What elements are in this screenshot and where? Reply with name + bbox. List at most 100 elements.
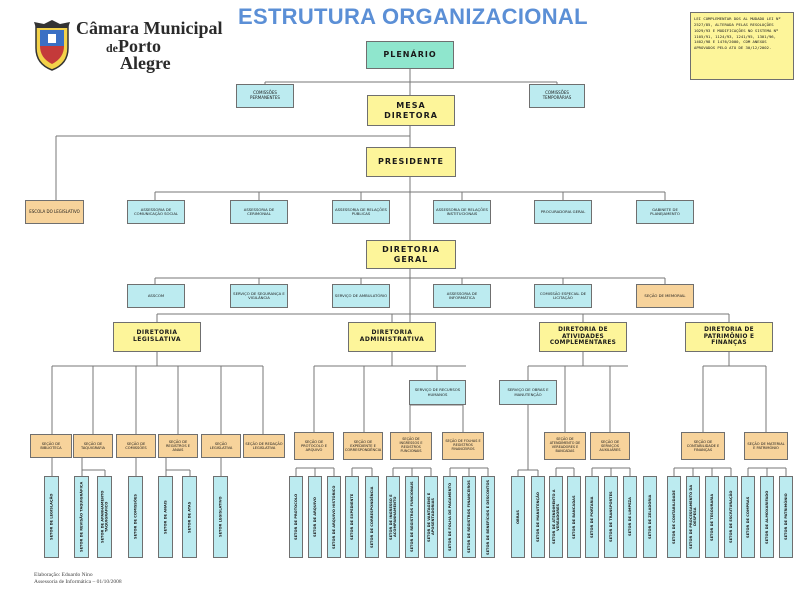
- coat-of-arms-icon: [34, 20, 70, 71]
- node-label: SERVIÇO DE AMBULATÓRIO: [334, 292, 388, 298]
- node-secao[interactable]: SEÇÃO DE PROTOCOLO E ARQUIVO: [294, 432, 334, 460]
- node-label: SETOR DE ZELADORIA: [647, 494, 652, 540]
- node-diretoria-administrativa[interactable]: DIRETORIA ADMINISTRATIVA: [348, 322, 436, 352]
- node-label: SEÇÃO DE TAQUIGRAFIA: [80, 441, 105, 450]
- node-escola-legislativo[interactable]: ESCOLA DO LEGISLATIVO: [25, 200, 84, 224]
- node-setor[interactable]: SETOR DE PROTOCOLO: [289, 476, 303, 558]
- node-setor[interactable]: SETOR DE CORRESPONDÊNCIA: [365, 476, 379, 558]
- node-assessoria-relacoes-publicas[interactable]: ASSESSORIA DE RELAÇÕES PÚBLICAS: [332, 200, 390, 224]
- node-label: COMISSÕES TEMPORÁRIAS: [542, 90, 572, 100]
- node-comissoes-permanentes[interactable]: COMISSÕES PERMANENTES: [236, 84, 294, 108]
- node-servico-recursos-humanos[interactable]: SERVIÇO DE RECURSOS HUMANOS: [409, 380, 466, 405]
- node-setor[interactable]: SETOR DE FOLHA DE PAGAMENTO: [443, 476, 457, 558]
- node-diretoria-legislativa[interactable]: DIRETORIA LEGISLATIVA: [113, 322, 201, 352]
- node-label: ESCOLA DO LEGISLATIVO: [29, 208, 80, 214]
- node-procuradoria-geral[interactable]: PROCURADORIA GERAL: [534, 200, 592, 224]
- node-setor[interactable]: SETOR DE COMISSÕES: [128, 476, 143, 558]
- node-setor[interactable]: SETOR DE CONTABILIDADE: [667, 476, 681, 558]
- node-servico-seguranca[interactable]: SERVIÇO DE SEGURANÇA E VIGILÂNCIA: [230, 284, 288, 308]
- node-setor[interactable]: SETOR DE LIMPEZA: [623, 476, 637, 558]
- node-assessoria-informatica[interactable]: ASSESSORIA DE INFORMÁTICA: [433, 284, 491, 308]
- node-label: DIRETORIA GERAL: [382, 245, 440, 264]
- node-secao[interactable]: SEÇÃO DE ATENDIMENTO DE VEREADORES E BAN…: [544, 432, 586, 460]
- node-setor[interactable]: SETOR DE MANUTENÇÃO: [531, 476, 545, 558]
- node-label: SETOR DE MANUTENÇÃO: [535, 492, 540, 542]
- node-setor[interactable]: SETOR DE REGISTROS FUNCIONAIS: [405, 476, 419, 558]
- node-setor[interactable]: SETOR DE TRANSPORTES: [604, 476, 618, 558]
- node-setor[interactable]: SETOR DE ARQUIVO: [308, 476, 322, 558]
- node-mesa-diretora[interactable]: MESA DIRETORA: [367, 95, 455, 126]
- node-setor[interactable]: OBRAS: [511, 476, 525, 558]
- node-asscom[interactable]: ASSCOM: [127, 284, 185, 308]
- node-plenario[interactable]: PLENÁRIO: [366, 41, 454, 69]
- node-setor[interactable]: SETOR LEGISLATIVO: [213, 476, 228, 558]
- node-assessoria-comunicacao[interactable]: ASSESSORIA DE COMUNICAÇÃO SOCIAL: [127, 200, 185, 224]
- node-label: SEÇÃO DE PROTOCOLO E ARQUIVO: [301, 439, 327, 453]
- node-secao[interactable]: SEÇÃO DE FOLHAS E REGISTROS FINANCEIROS: [442, 432, 484, 460]
- node-setor[interactable]: SETOR DE VANTAGENS E APOSENTADORIAS: [424, 476, 438, 558]
- node-secao[interactable]: SEÇÃO DE COMISSÕES: [116, 434, 156, 458]
- node-setor[interactable]: SETOR DE ARQUIVO HISTÓRICO: [327, 476, 341, 558]
- node-label: COMISSÕES PERMANENTES: [250, 90, 280, 100]
- node-presidente[interactable]: PRESIDENTE: [366, 147, 456, 177]
- node-setor[interactable]: SETOR DE PROCESSAMENTO DA DESPESA: [686, 476, 700, 558]
- footer-line1: Elaboração: Eduardo Nino: [34, 572, 93, 578]
- node-label: SETOR DE REGISTROS FINANCEIROS: [466, 480, 471, 554]
- node-label: PROCURADORIA GERAL: [540, 208, 586, 214]
- node-label: SETOR DE REVISÃO TAQUIGRÁFICA: [79, 481, 84, 553]
- node-gabinete-planejamento[interactable]: GABINETE DE PLANEJAMENTO: [636, 200, 694, 224]
- node-setor[interactable]: SETOR DE COMPRAS: [741, 476, 755, 558]
- node-setor[interactable]: SETOR DE ANAIS: [158, 476, 173, 558]
- node-setor[interactable]: SETOR DE PATRIMÔNIO: [779, 476, 793, 558]
- node-assessoria-relacoes-institucionais[interactable]: ASSESSORIA DE RELAÇÕES INSTITUCIONAIS: [433, 200, 491, 224]
- node-secao[interactable]: SEÇÃO DE CONTABILIDADE E FINANÇAS: [681, 432, 725, 460]
- node-servico-obras[interactable]: SERVIÇO DE OBRAS E MANUTENÇÃO: [499, 380, 557, 405]
- node-secao[interactable]: SEÇÃO LEGISLATIVA: [201, 434, 241, 458]
- node-setor[interactable]: SETOR DE LEGISLAÇÃO: [44, 476, 59, 558]
- node-secao[interactable]: SEÇÃO DE MATERIAL E PATRIMÔNIO: [744, 432, 788, 460]
- node-secao[interactable]: SEÇÃO DE REGISTROS E ANAIS: [158, 434, 198, 458]
- node-setor[interactable]: SETOR DE ATENDIMENTO A VEREADORES: [549, 476, 563, 558]
- node-setor[interactable]: SETOR DE REGISTROS FINANCEIROS: [462, 476, 476, 558]
- node-diretoria-geral[interactable]: DIRETORIA GERAL: [366, 240, 456, 269]
- node-label: SETOR DE PATRIMÔNIO: [783, 493, 788, 541]
- node-setor[interactable]: SETOR DE ZELADORIA: [643, 476, 657, 558]
- node-setor[interactable]: SETOR DE TESOURARIA: [705, 476, 719, 558]
- node-label: SETOR DE TRANSPORTES: [608, 491, 613, 543]
- node-setor[interactable]: SETOR DE BENEFÍCIOS E DESCONTOS: [481, 476, 495, 558]
- node-assessoria-cerimonial[interactable]: ASSESSORIA DE CERIMONIAL: [230, 200, 288, 224]
- node-label: SETOR DE BENEFÍCIOS E DESCONTOS: [485, 479, 490, 555]
- node-secao[interactable]: SEÇÃO DE TAQUIGRAFIA: [73, 434, 113, 458]
- node-diretoria-atividades[interactable]: DIRETORIA DE ATIVIDADES COMPLEMENTARES: [539, 322, 627, 352]
- node-comissoes-temporarias[interactable]: COMISSÕES TEMPORÁRIAS: [529, 84, 585, 108]
- node-secao[interactable]: SEÇÃO DE BIBLIOTECA: [30, 434, 72, 458]
- node-label: ASSESSORIA DE CERIMONIAL: [243, 206, 275, 216]
- node-setor[interactable]: SETOR DE APANHAMENTO TAQUIGRÁFICO: [97, 476, 112, 558]
- node-diretoria-patrimonio[interactable]: DIRETORIA DE PATRIMÔNIO E FINANÇAS: [685, 322, 773, 352]
- node-label: SETOR DE CONTABILIDADE: [671, 490, 676, 544]
- node-secao[interactable]: SEÇÃO DE INGRESSOS E REGISTROS FUNCIONAI…: [390, 432, 432, 460]
- node-secao-memorial[interactable]: SEÇÃO DE MEMORIAL: [636, 284, 694, 308]
- node-label: SETOR DE ANAIS: [163, 500, 168, 534]
- node-secao[interactable]: SEÇÃO DE EXPEDIENTE E CORRESPONDÊNCIA: [343, 432, 383, 460]
- node-setor[interactable]: SETOR DE PORTARIA: [585, 476, 599, 558]
- legal-note: LEI COMPLEMENTAR DOS AL MUDADO LEI Nº 25…: [690, 12, 794, 80]
- footer-line2: Assessoria de Informática – 01/10/2008: [34, 579, 122, 586]
- node-setor[interactable]: SETOR DE ALMOXARIFADO: [760, 476, 774, 558]
- node-setor[interactable]: SETOR DE BANCADAS: [567, 476, 581, 558]
- node-label: SETOR DE LEGISLAÇÃO: [49, 493, 54, 541]
- node-setor[interactable]: SETOR DE ESCRITURAÇÃO: [724, 476, 738, 558]
- node-secao[interactable]: SEÇÃO DE REDAÇÃO LEGISLATIVA: [243, 434, 285, 458]
- node-label: OBRAS: [515, 510, 520, 524]
- node-secao[interactable]: SEÇÃO DE SERVIÇOS AUXILIARES: [590, 432, 630, 460]
- node-setor[interactable]: SETOR DE INGRESSO E ACOMPANHAMENTO: [386, 476, 400, 558]
- node-label: PRESIDENTE: [378, 157, 444, 167]
- footer-credits: Elaboração: Eduardo Nino Assessoria de I…: [34, 572, 122, 586]
- node-setor[interactable]: SETOR DE EXPEDIENTE: [345, 476, 359, 558]
- node-setor[interactable]: SETOR DE ATAS: [182, 476, 197, 558]
- node-label: SEÇÃO DE ATENDIMENTO DE VEREADORES E BAN…: [549, 437, 581, 453]
- node-comissao-licitacao[interactable]: COMISSÃO ESPECIAL DE LICITAÇÃO: [534, 284, 592, 308]
- node-setor[interactable]: SETOR DE REVISÃO TAQUIGRÁFICA: [74, 476, 89, 558]
- node-servico-ambulatorio[interactable]: SERVIÇO DE AMBULATÓRIO: [332, 284, 390, 308]
